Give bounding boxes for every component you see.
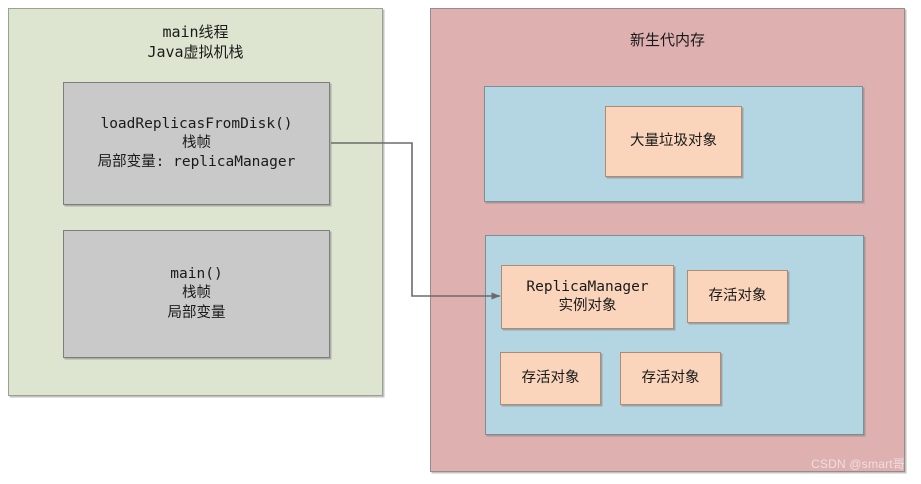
- watermark: CSDN @smart哥: [811, 457, 905, 471]
- object-alive-3: 存活对象: [620, 352, 721, 405]
- object-alive-1: 存活对象: [687, 270, 788, 323]
- object-replica-manager-instance-label: ReplicaManager 实例对象: [526, 278, 649, 314]
- object-alive-1-label: 存活对象: [708, 287, 767, 304]
- object-alive-2-label: 存活对象: [521, 369, 580, 386]
- object-replica-manager-instance: ReplicaManager 实例对象: [501, 265, 674, 329]
- object-alive-3-label: 存活对象: [641, 369, 700, 386]
- young-generation-panel-title: 新生代内存: [629, 31, 705, 49]
- object-garbage-label: 大量垃圾对象: [630, 132, 717, 149]
- stack-frame-load-replicas-from-disk-label: loadReplicasFromDisk() 栈帧 局部变量: replicaM…: [97, 115, 296, 171]
- stack-frame-main-label: main() 栈帧 局部变量: [167, 266, 226, 321]
- jvm-stack-panel-title: main线程 Java虚拟机栈: [147, 23, 244, 61]
- object-alive-2: 存活对象: [500, 352, 601, 405]
- stack-frame-load-replicas-from-disk: loadReplicasFromDisk() 栈帧 局部变量: replicaM…: [63, 82, 330, 205]
- object-garbage: 大量垃圾对象: [605, 106, 742, 177]
- stack-frame-main: main() 栈帧 局部变量: [63, 230, 330, 358]
